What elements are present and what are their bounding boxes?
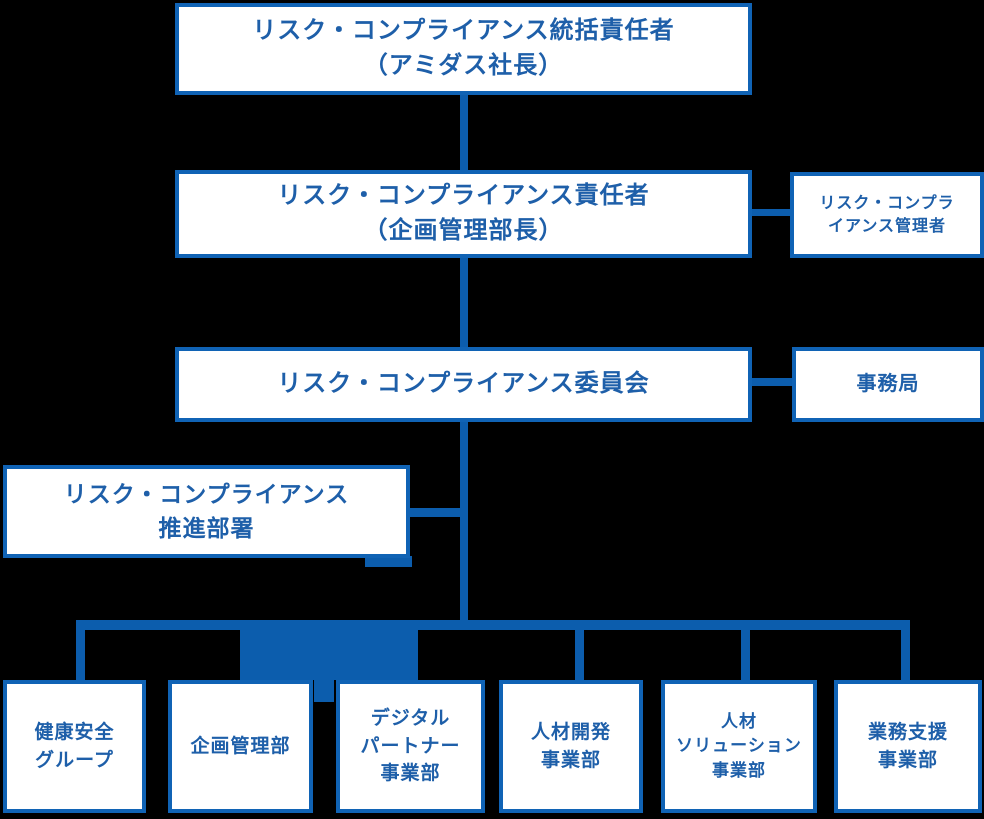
dept-hr-solution-line2: ソリューション [676,736,802,756]
node-office-line1: 事務局 [856,373,920,395]
dept-digital-partner-line3: 事業部 [380,763,441,785]
node-promotion: リスク・コンプライアンス 推進部署 [3,465,410,558]
dept-hr-development-line2: 事業部 [540,749,601,771]
connector-committee-office [750,378,794,386]
connector-drop-business-support [901,628,910,682]
dept-hr-development-line1: 人材開発 [530,721,611,743]
node-dept-business-support: 業務支援 事業部 [834,680,982,813]
node-responsible-line2: （企画管理部長） [363,217,564,244]
dept-digital-partner-line1: デジタル [370,708,451,730]
connector-promotion-trunk [409,508,462,517]
dept-health-safety-line2: グループ [35,749,114,771]
dept-health-safety-line1: 健康安全 [34,721,115,743]
dept-planning-line1: 企画管理部 [190,735,291,757]
node-promotion-line1: リスク・コンプライアンス [63,481,350,508]
dept-digital-partner-line2: パートナー [360,735,461,757]
node-responsible-line1: リスク・コンプライアンス責任者 [277,182,650,210]
connector-distribution-bar [76,620,910,630]
connector-promotion-notch [365,556,412,567]
node-dept-hr-solution: 人材 ソリューション 事業部 [661,680,817,813]
node-responsible: リスク・コンプライアンス責任者 （企画管理部長） [175,170,752,258]
connector-committee-bar [460,420,468,624]
node-committee-line1: リスク・コンプライアンス委員会 [277,370,650,398]
dept-hr-solution-line3: 事業部 [712,760,766,780]
connector-block-planning-digital [240,622,418,680]
node-manager-line2: イアンス管理者 [827,218,947,235]
connector-supervisor-responsible [460,92,468,174]
connector-responsible-committee [460,256,468,351]
node-dept-health-safety: 健康安全 グループ [3,680,146,813]
connector-responsible-manager [750,209,792,216]
dept-business-support-line1: 業務支援 [867,721,948,743]
node-dept-digital-partner: デジタル パートナー 事業部 [336,680,485,813]
node-committee: リスク・コンプライアンス委員会 [175,347,752,422]
dept-business-support-line2: 事業部 [877,749,938,771]
connector-drop-hr-development [575,628,584,682]
node-supervisor-line1: リスク・コンプライアンス統括責任者 [252,17,675,45]
node-dept-hr-development: 人材開発 事業部 [499,680,643,813]
node-promotion-line2: 推進部署 [158,514,255,541]
node-manager: リスク・コンプラ イアンス管理者 [790,172,984,258]
node-dept-planning: 企画管理部 [168,680,313,813]
node-office: 事務局 [792,347,984,422]
connector-drop-hr-solution [741,628,750,682]
node-supervisor: リスク・コンプライアンス統括責任者 （アミダス社長） [175,3,752,95]
node-manager-line1: リスク・コンプラ [819,194,955,212]
connector-drop-health-safety [76,628,85,680]
node-supervisor-line2: （アミダス社長） [363,52,564,79]
dept-hr-solution-line1: 人材 [721,711,757,731]
connector-stub-between-depts [314,678,334,702]
